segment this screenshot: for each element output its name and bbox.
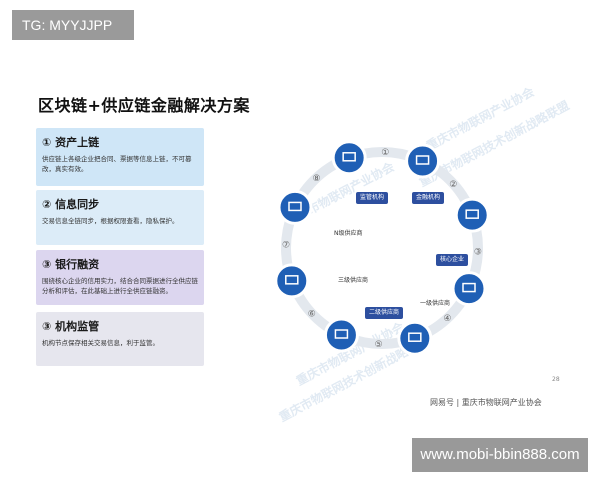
card-regulation: ③ 机构监管 机构节点保存相关交易信息，利于监管。 [36,312,204,366]
core-label: 核心企业 [436,254,469,266]
slide-title: 区块链+供应链金融解决方案 [38,96,250,115]
tier1-label: 一级供应商 [420,300,451,307]
step-number: ⑧ [312,174,320,184]
card-title: 机构监管 [55,320,100,333]
computer-node-icon [323,317,359,353]
card-body: 围绕核心企业的信用实力，结合合同票据进行全供应链分析和评估，在此基础上进行全供应… [42,277,198,295]
computer-node-icon [454,197,490,233]
computer-node-icon [405,143,441,179]
step-number: ⑥ [308,309,316,319]
computer-node-icon [451,271,487,307]
regulator-label: 监管机构 [356,192,389,204]
finance-label: 金融机构 [412,192,445,204]
card-heading: ③ 机构监管 [42,318,198,334]
tier3-label: 三级供应商 [338,277,369,284]
computer-node-icon [397,320,433,356]
tier2-label: 二级供应商 [365,307,404,319]
card-heading: ② 信息同步 [42,196,198,212]
monitor-icon [415,155,430,165]
step-number: ⑦ [282,241,290,251]
footer-credit: 网易号 | 重庆市物联网产业协会 [430,398,542,407]
card-bank-financing: ③ 银行融资 围绕核心企业的信用实力，结合合同票据进行全供应链分析和评估，在此基… [36,250,204,305]
tierN-label: N级供应商 [334,230,363,237]
cycle-ring [281,147,483,349]
card-asset-onchain: ① 资产上链 供应链上各级企业把合同、票据等信息上链，不可篡改，真实有效。 [36,128,204,186]
card-number: ③ [42,258,52,271]
card-body: 交易信息全链同步，根据权限查看，隐私保护。 [42,217,179,225]
card-heading: ① 资产上链 [42,134,198,150]
monitor-icon [342,152,356,162]
computer-node-icon [277,189,313,225]
computer-node-icon [331,140,367,176]
card-info-sync: ② 信息同步 交易信息全链同步，根据权限查看，隐私保护。 [36,190,204,245]
card-title: 信息同步 [55,198,100,211]
card-heading: ③ 银行融资 [42,256,198,272]
monitor-icon [408,332,422,342]
monitor-icon [462,282,476,293]
card-title: 银行融资 [55,258,100,271]
step-number: ① [381,148,389,158]
step-number: ③ [474,247,482,257]
monitor-icon [334,329,349,339]
monitor-icon [288,201,302,212]
monitor-icon [285,275,299,285]
card-number: ② [42,198,52,211]
step-number: ⑤ [375,340,383,350]
card-number: ① [42,136,52,149]
card-number: ③ [42,320,52,333]
computer-node-icon [274,263,310,299]
step-number: ② [449,180,457,190]
monitor-icon [465,209,479,219]
step-number: ④ [443,314,451,324]
card-title: 资产上链 [55,136,100,149]
page-number: 28 [552,376,560,383]
site-watermark: www.mobi-bbin888.com [412,438,588,472]
card-body: 机构节点保存相关交易信息，利于监管。 [42,339,159,347]
card-body: 供应链上各级企业把合同、票据等信息上链，不可篡改，真实有效。 [42,155,192,173]
tg-label: TG: MYYJJPP [12,10,134,40]
